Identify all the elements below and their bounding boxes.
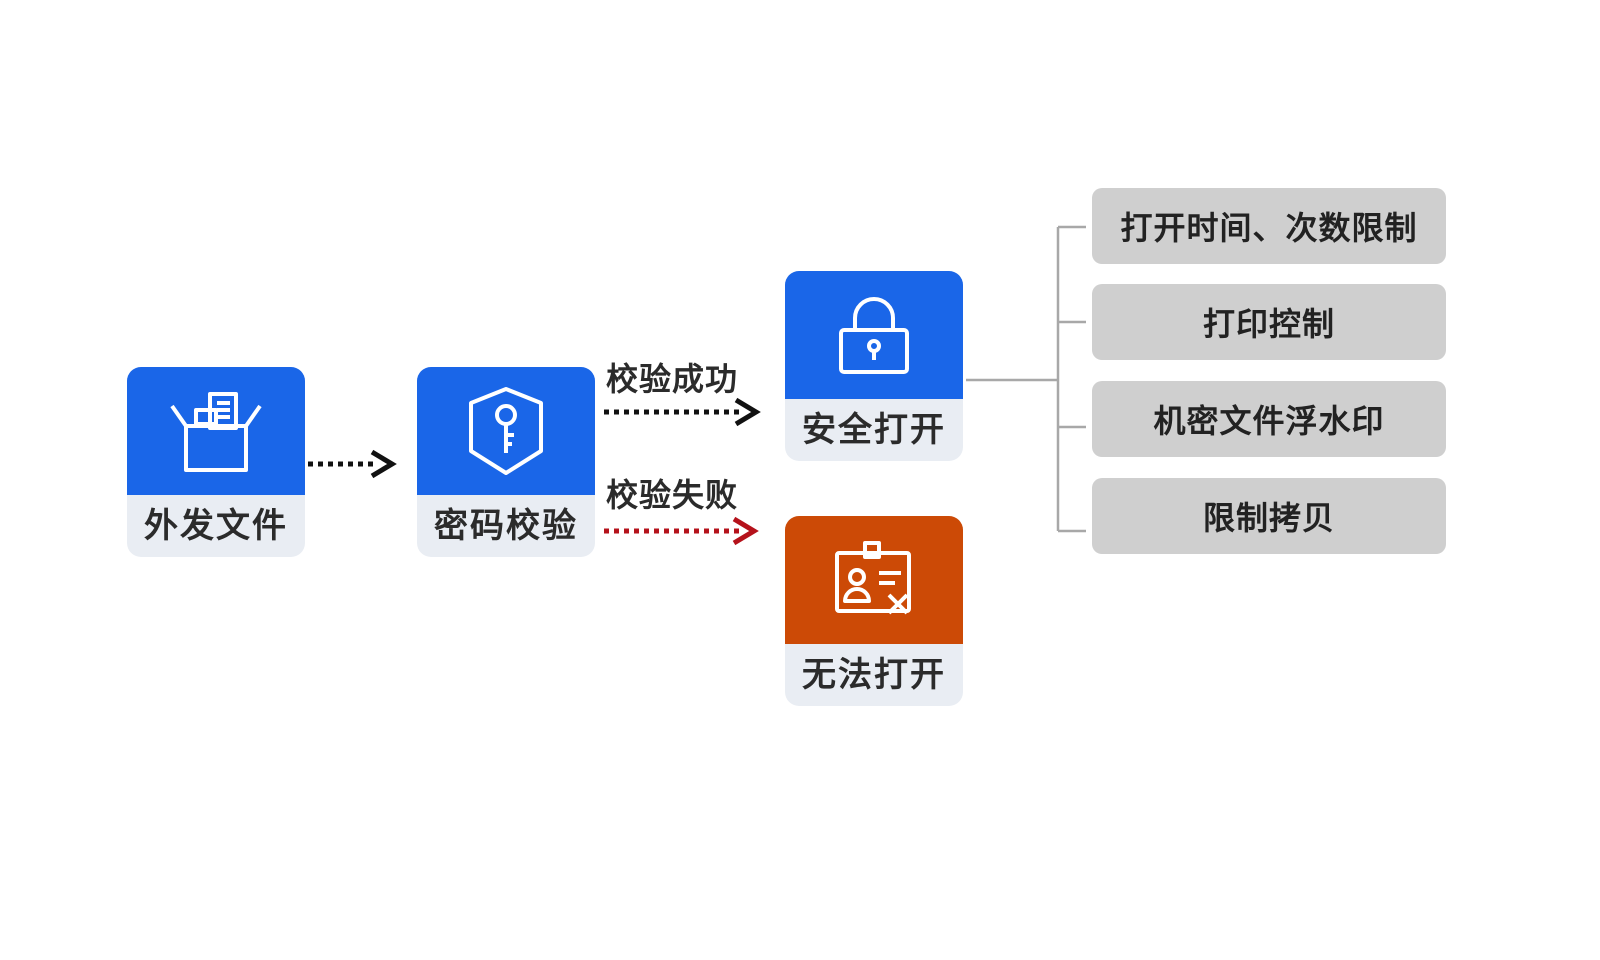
- feature-watermark: 机密文件浮水印: [1092, 381, 1446, 457]
- arrowhead-send: [370, 449, 397, 479]
- node-secure-open: 安全打开: [785, 271, 963, 461]
- node-send-file: 外发文件: [127, 367, 305, 557]
- node-label: 无法打开: [802, 655, 946, 695]
- node-label: 外发文件: [144, 506, 288, 546]
- feature-print-control: 打印控制: [1092, 284, 1446, 360]
- feature-copy-restriction: 限制拷贝: [1092, 478, 1446, 554]
- edge-label-failure: 校验失败: [606, 476, 739, 514]
- open-box-document-icon: [170, 392, 262, 472]
- node-label: 安全打开: [802, 410, 946, 450]
- feature-open-time-limit: 打开时间、次数限制: [1092, 188, 1446, 264]
- node-password-verify: 密码校验: [417, 367, 595, 557]
- shield-key-icon: [469, 387, 543, 475]
- node-label: 密码校验: [434, 506, 578, 546]
- feature-bracket: [966, 225, 1086, 533]
- arrowhead-success: [734, 397, 761, 427]
- node-cannot-open: 无法打开: [785, 516, 963, 706]
- padlock-icon: [839, 297, 909, 374]
- arrowhead-failure: [732, 516, 759, 546]
- id-card-reject-icon: [835, 541, 911, 615]
- edge-label-success: 校验成功: [606, 360, 739, 398]
